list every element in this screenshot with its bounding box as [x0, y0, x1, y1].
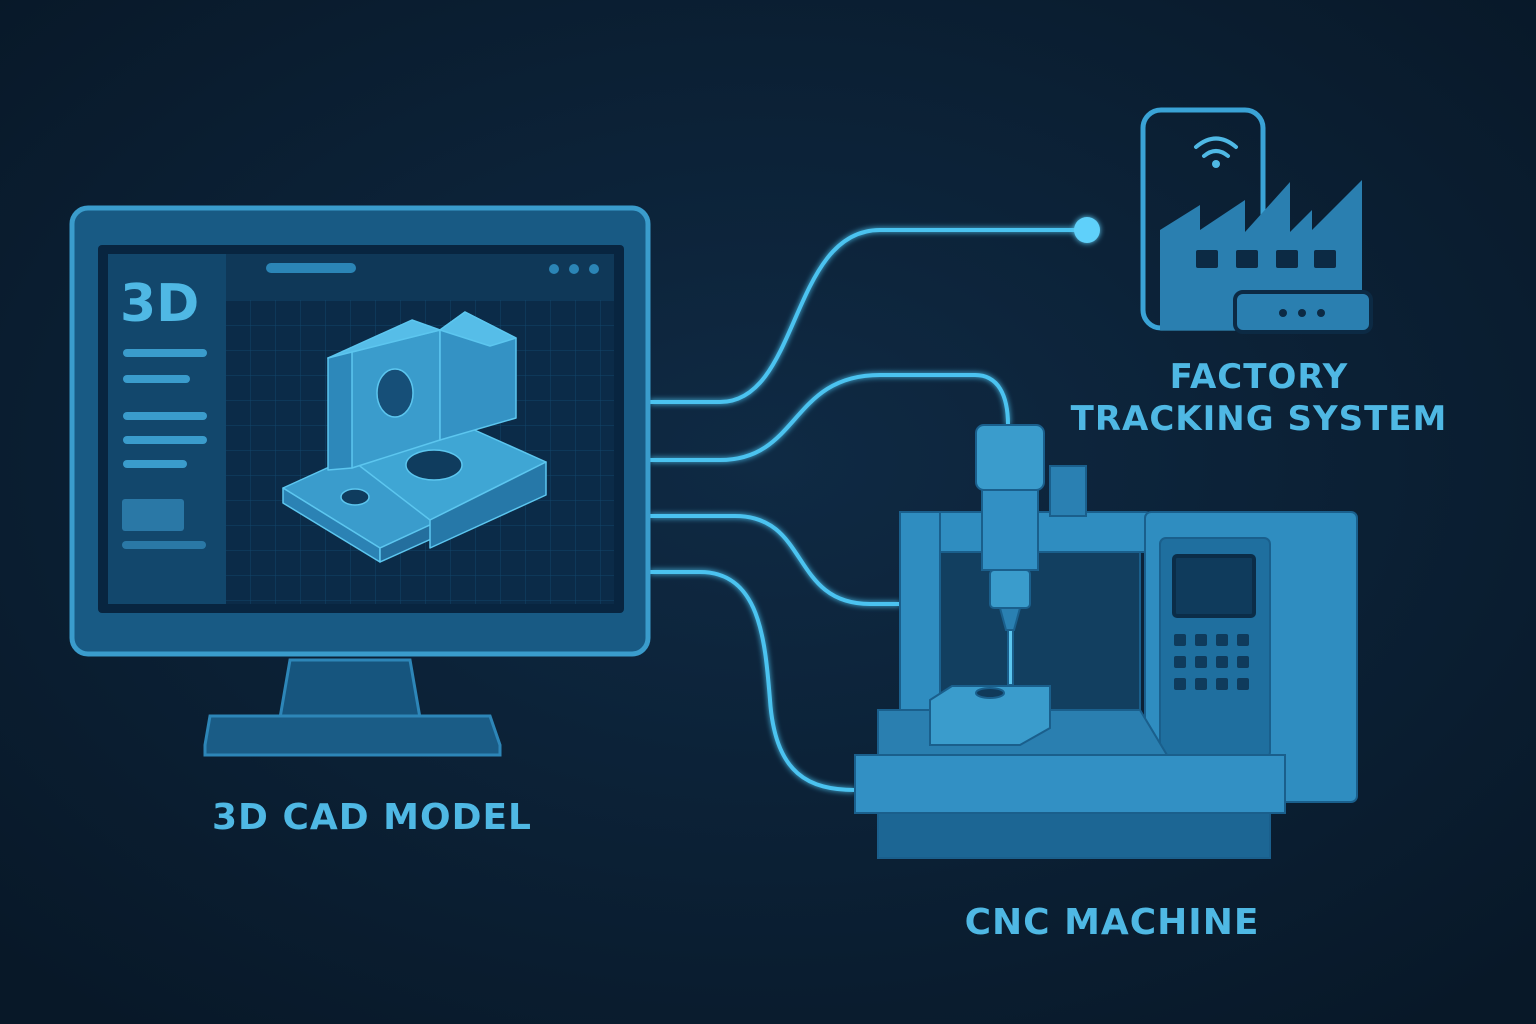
sidebar-item[interactable]: [123, 412, 207, 420]
cad-model-label: 3D CAD MODEL: [212, 797, 532, 838]
connection-node-icon: [1074, 217, 1100, 243]
status-dots-icon: [1279, 309, 1325, 317]
sidebar-item[interactable]: [123, 349, 207, 357]
factory-tracking-device: [1140, 107, 1373, 334]
monitor-base: [203, 714, 502, 757]
wifi-icon: [1194, 136, 1238, 158]
sidebar-item[interactable]: [123, 436, 207, 444]
sidebar-button[interactable]: [122, 499, 184, 531]
wire-to-base: [650, 570, 856, 792]
machine-bed: [854, 754, 1286, 814]
monitor-stand: [278, 658, 422, 720]
machine-base: [877, 809, 1271, 859]
gantry-left-column: [899, 511, 941, 723]
cutting-tool: [1007, 629, 1014, 686]
spindle-head: [975, 424, 1045, 491]
wire-to-frame: [650, 514, 900, 606]
connection-wires: [650, 217, 1100, 792]
toolbar-title-bar: [266, 263, 356, 273]
monitor: 3D: [69, 205, 651, 757]
cnc-machine-label: CNC MACHINE: [965, 902, 1260, 943]
control-display[interactable]: [1172, 554, 1256, 618]
wire-to-factory: [650, 228, 1080, 404]
sidebar-item[interactable]: [123, 460, 187, 468]
control-keypad[interactable]: [1174, 634, 1249, 690]
sidebar-item[interactable]: [123, 375, 190, 383]
screen-logo-3d: 3D: [120, 274, 199, 334]
factory-label-line2: TRACKING SYSTEM: [1071, 399, 1448, 439]
cnc-machine: [854, 424, 1358, 859]
sidebar-item[interactable]: [122, 541, 206, 549]
sidebar-menu: [122, 349, 207, 549]
cad-part-model: [282, 311, 547, 563]
window-dots-icon[interactable]: [549, 264, 599, 274]
app-toolbar: [226, 254, 614, 300]
factory-label-line1: FACTORY: [1170, 357, 1349, 397]
workpiece: [929, 685, 1051, 746]
wire-to-spindle: [650, 373, 1010, 462]
